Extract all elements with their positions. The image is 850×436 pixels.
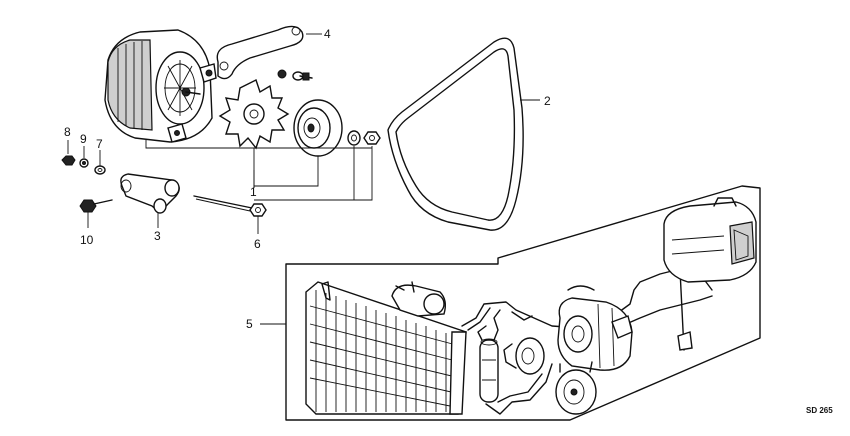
washer-and-nut: [347, 130, 381, 146]
callout-7: 7: [96, 137, 103, 151]
callout-1: 1: [250, 185, 257, 199]
adjusting-bracket: [216, 25, 304, 80]
drawing-code: SD 265: [806, 406, 833, 415]
callout-2: 2: [544, 94, 551, 108]
receiver-drier: [477, 309, 501, 403]
callout-4: 4: [324, 27, 331, 41]
callout-6: 6: [254, 237, 261, 251]
compressor: [557, 297, 633, 371]
evaporator: [663, 197, 757, 283]
compressor-clutch: [555, 361, 597, 415]
cooling-fan: [218, 79, 290, 150]
drive-belt: [387, 37, 524, 231]
through-bolt-6: [193, 195, 267, 217]
idler-pulley: [503, 337, 545, 375]
callout-9: 9: [80, 132, 87, 146]
condenser: [305, 281, 467, 415]
alternator: [104, 29, 217, 143]
nut-8: [61, 155, 76, 166]
fan-bolt: [277, 69, 313, 81]
adjusting-rod-3: [120, 173, 180, 214]
washer-9: [79, 158, 89, 168]
callout-3: 3: [154, 229, 161, 243]
pulley: [293, 99, 343, 157]
callout-10: 10: [80, 233, 94, 247]
bolt-10: [79, 199, 113, 213]
washer-7: [94, 165, 106, 175]
callout-5: 5: [246, 317, 253, 331]
callout-8: 8: [64, 125, 71, 139]
ac-kit-outline: [285, 185, 761, 421]
condenser-fan: [391, 281, 447, 317]
callouts: 4 2 1 8 9 7 10 3 6 5 SD 265: [64, 27, 833, 415]
